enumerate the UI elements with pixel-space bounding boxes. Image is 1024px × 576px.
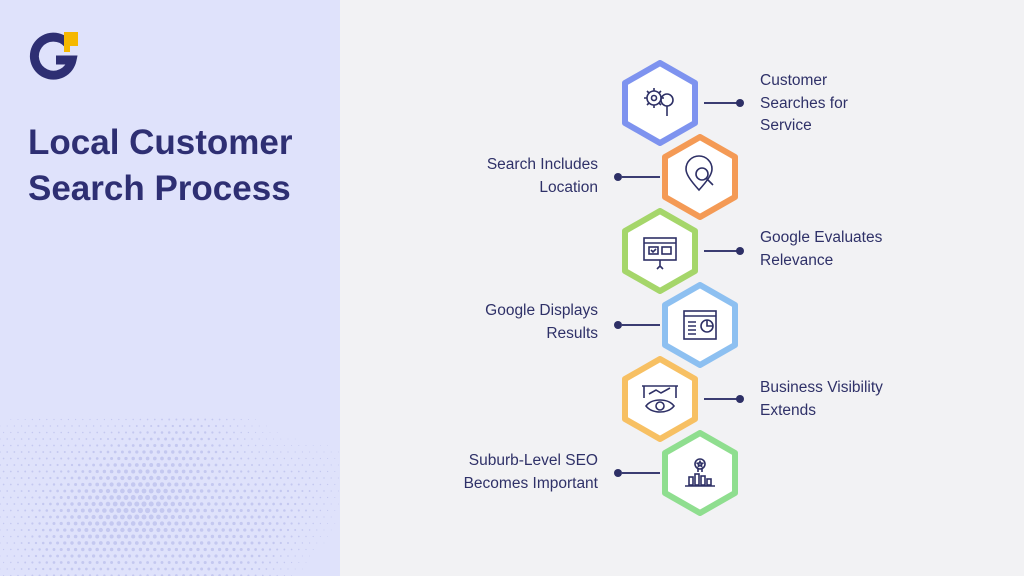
left-panel: Local Customer Search Process bbox=[0, 0, 340, 576]
title-line-1: Local Customer bbox=[28, 123, 293, 162]
step-6-hexagon bbox=[662, 430, 738, 516]
page-title: Local Customer Search Process bbox=[28, 120, 328, 212]
step-4-line-1: Google Displays bbox=[485, 302, 598, 319]
suburb-ranking-icon bbox=[685, 458, 715, 487]
step-1-connector bbox=[704, 102, 738, 104]
step-1-line-3: Service bbox=[760, 117, 812, 134]
dot-pattern-decoration bbox=[0, 418, 339, 576]
step-6-label: Suburb-Level SEO Becomes Important bbox=[420, 450, 598, 495]
step-1-hexagon bbox=[622, 60, 698, 146]
step-4-dot bbox=[614, 321, 622, 329]
location-search-icon bbox=[685, 155, 714, 192]
step-3-label: Google Evaluates Relevance bbox=[760, 227, 882, 272]
step-2-connector bbox=[622, 176, 660, 178]
step-3-line-2: Relevance bbox=[760, 251, 834, 269]
step-3-line-1: Google Evaluates bbox=[760, 229, 883, 246]
step-3-connector bbox=[704, 250, 738, 252]
step-4-line-2: Results bbox=[546, 324, 598, 342]
step-5-hexagon bbox=[622, 356, 698, 442]
step-6-line-1: Suburb-Level SEO bbox=[468, 452, 598, 469]
step-3-dot bbox=[736, 247, 744, 255]
step-2-hexagon bbox=[662, 134, 738, 220]
step-6-connector bbox=[622, 472, 660, 474]
step-6-line-2: Becomes Important bbox=[463, 474, 598, 492]
step-4-connector bbox=[622, 324, 660, 326]
step-4-label: Google Displays Results bbox=[440, 300, 598, 345]
step-6-dot bbox=[614, 469, 622, 477]
step-1-line-1: Customer bbox=[760, 72, 828, 89]
evaluate-screen-icon bbox=[643, 237, 677, 270]
step-1-line-2: Searches for bbox=[760, 94, 848, 112]
title-line-2: Search Process bbox=[28, 169, 291, 208]
step-5-dot bbox=[736, 395, 744, 403]
step-5-line-2: Extends bbox=[760, 401, 817, 419]
step-5-line-1: Business Visibility bbox=[760, 379, 883, 396]
step-4-hexagon bbox=[662, 282, 738, 368]
step-5-label: Business Visibility Extends bbox=[760, 377, 883, 422]
step-3-hexagon bbox=[622, 208, 698, 294]
gear-search-icon bbox=[644, 88, 674, 116]
visibility-eye-icon bbox=[642, 385, 678, 413]
step-1-label: Customer Searches for Service bbox=[760, 70, 848, 138]
step-2-line-2: Location bbox=[539, 178, 598, 196]
step-1-dot bbox=[736, 99, 744, 107]
brand-logo bbox=[29, 32, 78, 80]
results-display-icon bbox=[683, 310, 717, 340]
step-2-dot bbox=[614, 173, 622, 181]
step-2-line-1: Search Includes bbox=[486, 156, 598, 173]
step-5-connector bbox=[704, 398, 738, 400]
step-2-label: Search Includes Location bbox=[440, 154, 598, 199]
